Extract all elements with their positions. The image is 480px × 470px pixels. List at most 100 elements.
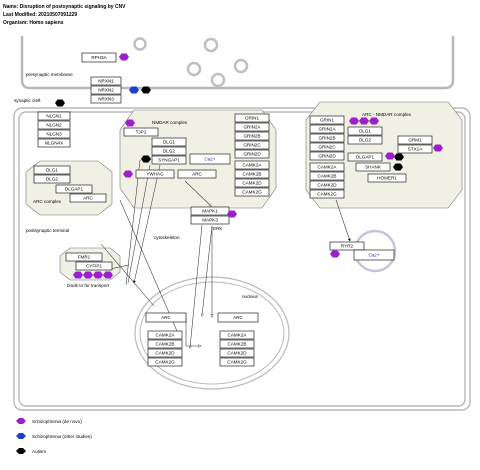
gene-box-nuc-arc2: ARC bbox=[217, 312, 259, 323]
gene-box-an-grin2b: GRIN2B bbox=[309, 133, 345, 143]
gene-box-frame bbox=[65, 252, 103, 262]
gene-label: GRIN2B bbox=[318, 136, 335, 141]
gene-box-frame bbox=[367, 173, 407, 183]
gene-box-frame bbox=[234, 169, 270, 179]
gene-label: NRXN3 bbox=[98, 97, 114, 102]
gene-box-tjp1: TJP1 bbox=[123, 127, 159, 137]
gene-box-nmdar-dlg1: DLG1 bbox=[151, 137, 187, 147]
gene-box-frame bbox=[309, 162, 345, 172]
gene-label: CAMK2D bbox=[242, 181, 262, 186]
gene-box-an-grin1: GRIN1 bbox=[309, 115, 345, 125]
disease-marker-schizophrenia-de-novo bbox=[349, 117, 359, 125]
disease-marker-autism bbox=[141, 155, 151, 163]
gene-box-an-camk2g: CAMK2G bbox=[309, 189, 345, 199]
gene-box-frame bbox=[147, 357, 183, 367]
gene-label: STX1A bbox=[408, 147, 423, 152]
gene-label: ARC bbox=[83, 196, 93, 201]
gene-box-frame bbox=[219, 348, 255, 358]
gene-box-nmdar-grin2b: GRIN2B bbox=[234, 131, 270, 141]
cytoskeleton-label: cytoskeleton bbox=[154, 235, 180, 240]
gene-box-frame bbox=[219, 339, 255, 349]
gene-label: NLGN1 bbox=[46, 114, 62, 119]
gene-label: NRXN1 bbox=[98, 79, 114, 84]
gene-label: DLG1 bbox=[163, 140, 175, 145]
gene-label: ARC bbox=[233, 315, 243, 320]
gene-box-frame bbox=[90, 76, 122, 86]
gene-box-ac-dlg2: DLG2 bbox=[33, 174, 71, 184]
gene-label: CAMK2A bbox=[156, 333, 176, 338]
gene-label: GRIN2B bbox=[243, 134, 260, 139]
gene-box-nlgn3: NLGN3 bbox=[37, 129, 71, 139]
gene-label: MAPK1 bbox=[202, 209, 218, 214]
gene-label: CAMK2B bbox=[243, 172, 262, 177]
gene-label: YWHAG bbox=[146, 172, 164, 177]
legend: Schizophrenia (de novo) Schizophrenia (o… bbox=[16, 418, 92, 454]
gene-box-frame bbox=[309, 124, 345, 134]
gene-label: CAMK2A bbox=[318, 165, 338, 170]
gene-label: CAMK2G bbox=[227, 360, 247, 365]
gene-box-ac-arc: ARC bbox=[69, 193, 107, 203]
last-modified: Last Modified: 20210507091229 bbox=[3, 12, 78, 18]
gene-box-nmdar-ywhag: YWHAG bbox=[135, 169, 175, 179]
disease-marker-schizophrenia-de-novo bbox=[125, 119, 135, 127]
disease-marker-autism bbox=[394, 153, 404, 161]
gene-box-frame bbox=[55, 184, 93, 194]
gene-box-an-dlg2: DLG2 bbox=[347, 135, 383, 145]
gene-box-fmr1: FMR1 bbox=[65, 252, 103, 262]
gene-box-frame bbox=[234, 113, 270, 123]
gene-box-ac-dlgap1: DLGAP1 bbox=[55, 184, 93, 194]
arc-complex-label: ARC complex bbox=[33, 199, 62, 204]
gene-box-frame bbox=[217, 312, 259, 323]
gene-box-ryr-ca2: Ca2+ bbox=[353, 249, 395, 261]
gene-box-frame bbox=[309, 115, 345, 125]
gene-box-frame bbox=[234, 149, 270, 159]
gene-box-nmdar-camk2d: CAMK2D bbox=[234, 178, 270, 188]
gene-label: GRIN2A bbox=[243, 125, 261, 130]
disease-marker-schizophrenia-de-novo bbox=[330, 250, 340, 258]
gene-box-frame bbox=[33, 174, 71, 184]
gene-label: CAMK2D bbox=[155, 351, 175, 356]
synaptic-cleft-label: synaptic cleft bbox=[14, 98, 41, 103]
gene-label: GRIN2C bbox=[318, 145, 336, 150]
gene-label: MAPK3 bbox=[202, 218, 218, 223]
gene-label: CAMK2G bbox=[242, 190, 262, 195]
gene-label: DLG2 bbox=[359, 138, 371, 143]
gene-box-frame bbox=[190, 215, 230, 225]
gene-label: FMR1 bbox=[78, 255, 91, 260]
gene-box-nuc1-camk2a: CAMK2A bbox=[147, 330, 183, 340]
gene-box-nlgn1: NLGN1 bbox=[37, 111, 71, 121]
gene-box-nuc2-camk2a: CAMK2A bbox=[219, 330, 255, 340]
gene-box-nuc2-camk2g: CAMK2G bbox=[219, 357, 255, 367]
gene-label: SHANK bbox=[365, 165, 382, 170]
gene-box-nuc1-camk2b: CAMK2B bbox=[147, 339, 183, 349]
legend-label-1: Schizophrenia (other studies) bbox=[32, 434, 92, 439]
gene-box-frame bbox=[355, 162, 391, 172]
gene-label: ARC bbox=[161, 315, 171, 320]
gene-box-nuc-arc1: ARC bbox=[145, 312, 187, 323]
gene-box-frame bbox=[147, 330, 183, 340]
gene-box-nmdar-camk2g: CAMK2G bbox=[234, 187, 270, 197]
gene-box-frame bbox=[189, 153, 231, 165]
gene-label: NLGN2 bbox=[46, 123, 62, 128]
gene-label: GRIN1 bbox=[245, 116, 259, 121]
gene-label: CAMK2D bbox=[317, 183, 337, 188]
nucleus-label: nucleus bbox=[242, 294, 259, 299]
gene-box-an-camk2d: CAMK2D bbox=[309, 180, 345, 190]
gene-box-ac-dlg1: DLG1 bbox=[33, 165, 71, 175]
gene-box-nmdar-grin1: GRIN1 bbox=[234, 113, 270, 123]
gene-label: DLGAP1 bbox=[356, 155, 375, 160]
disease-marker-autism bbox=[393, 163, 403, 171]
gene-box-frame bbox=[309, 189, 345, 199]
gene-box-nmdar-syngap1: SYNGAP1 bbox=[151, 155, 187, 165]
gene-box-frame bbox=[234, 131, 270, 141]
gene-label: GRIN2C bbox=[243, 143, 261, 148]
gene-label: CAMK2A bbox=[228, 333, 248, 338]
gene-label: RYR2 bbox=[341, 244, 354, 249]
gene-label: CYFIP1 bbox=[86, 264, 103, 269]
gene-box-an-dlg1: DLG1 bbox=[347, 126, 383, 136]
postsynaptic-terminal-label: postsynaptic terminal bbox=[26, 228, 69, 233]
gene-box-frame bbox=[81, 52, 117, 63]
gene-box-an-grin2d: GRIN2D bbox=[309, 151, 345, 161]
gene-box-frame bbox=[309, 151, 345, 161]
